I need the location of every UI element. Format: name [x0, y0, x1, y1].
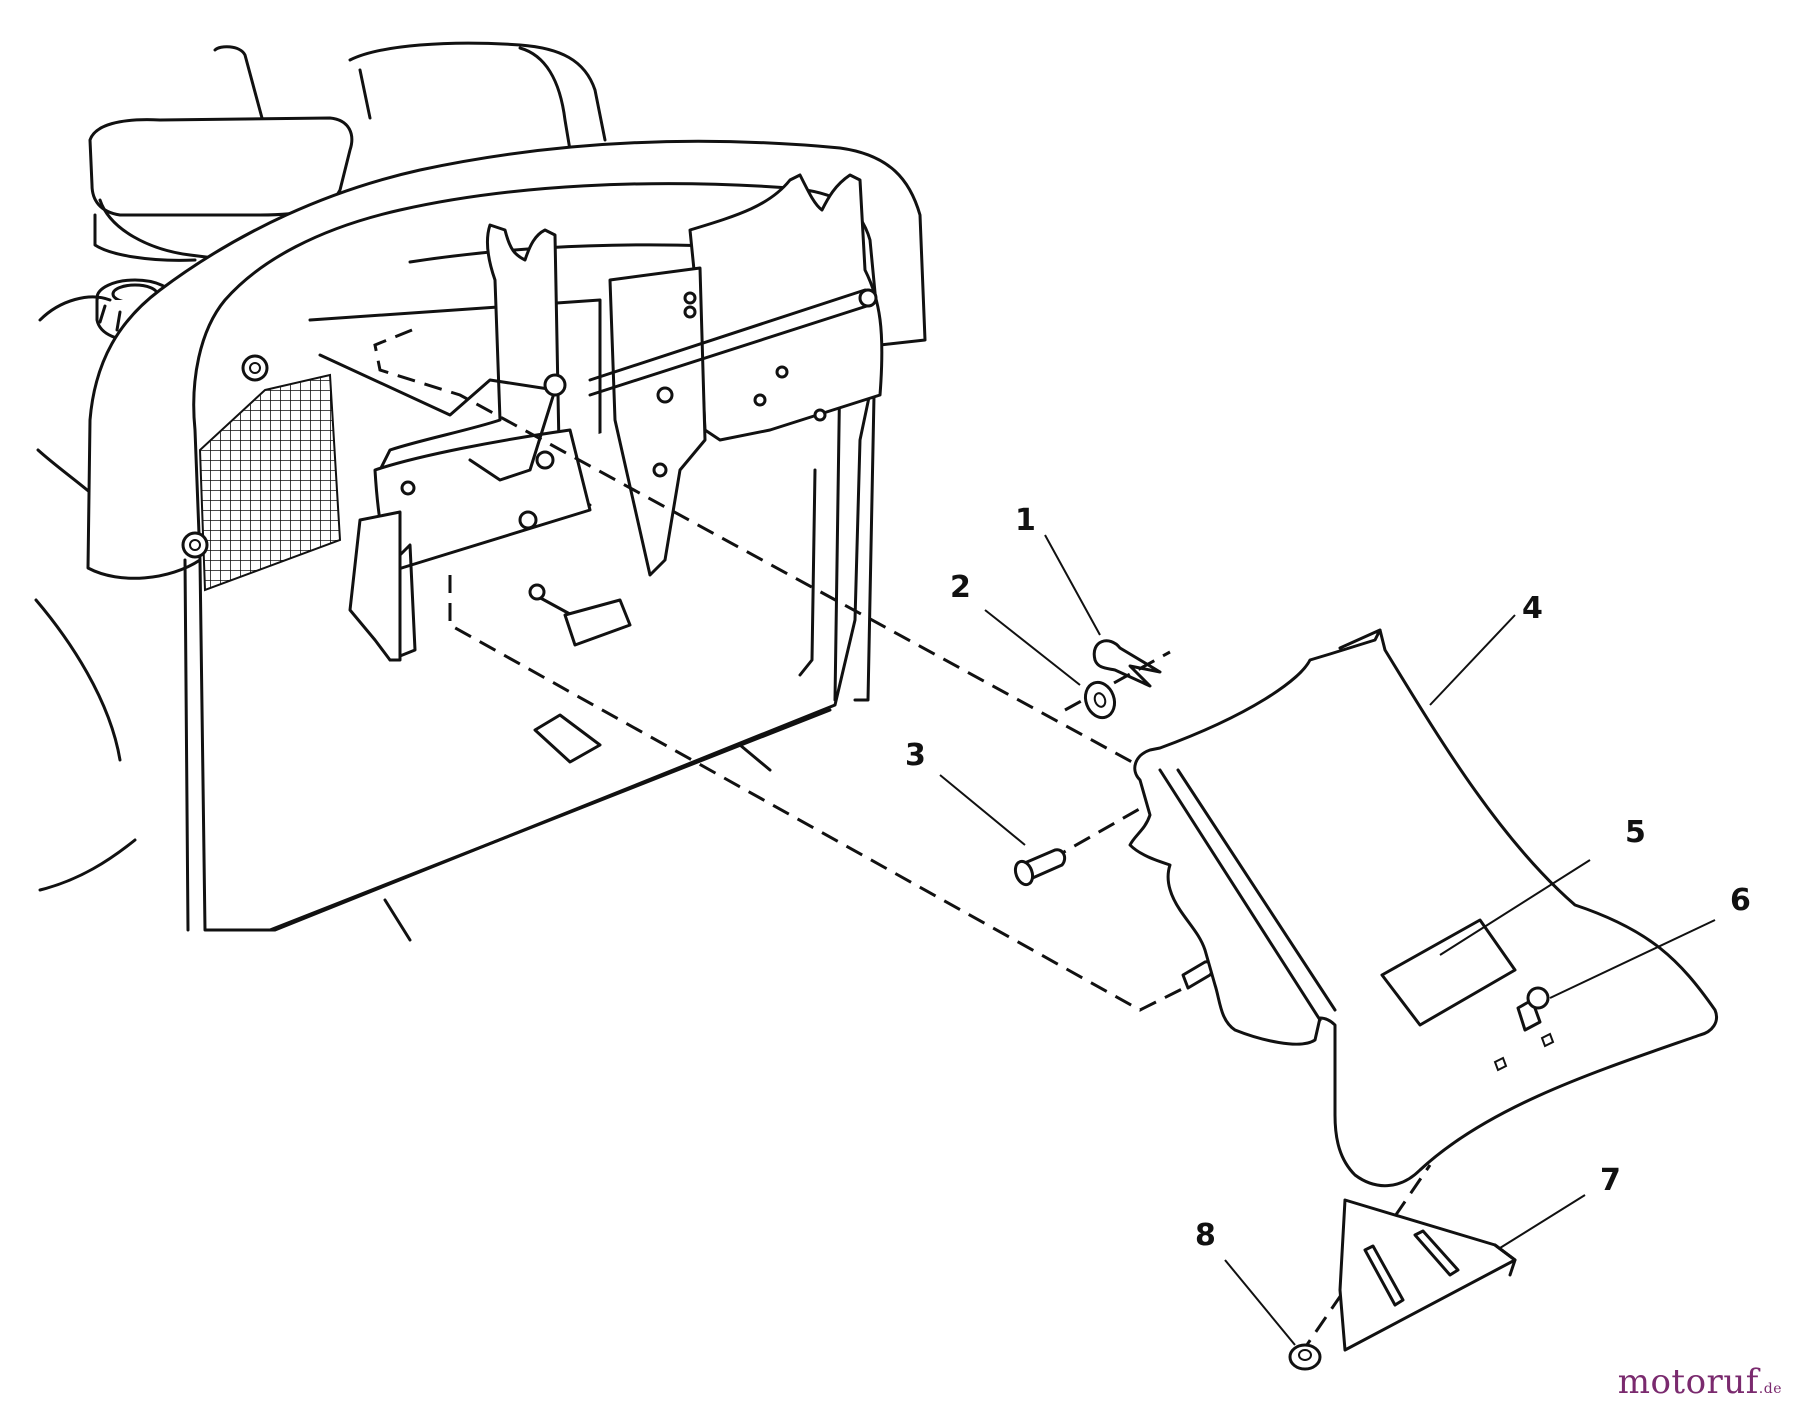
latch-pin: [528, 583, 632, 647]
bracket-bolts: [400, 291, 827, 530]
tractor-seat: [88, 41, 607, 262]
part-washer: [1083, 680, 1117, 720]
callout-4: 4: [1522, 591, 1543, 626]
callout-7: 7: [1600, 1163, 1621, 1198]
fender-left: [38, 295, 112, 322]
assembly-line-bolt: [1049, 798, 1156, 862]
assembly-line-pin: [448, 575, 1211, 1012]
callout-5: 5: [1625, 815, 1646, 850]
bracket-tab: [533, 713, 602, 764]
part-label-decal: [1380, 918, 1517, 1027]
part-clevis-pin: [1013, 848, 1067, 887]
part-deflector: [1338, 1198, 1517, 1352]
bracket-plate-right: [608, 266, 707, 577]
callout-2: 2: [950, 570, 971, 605]
bolt-hole-lower: [181, 531, 209, 559]
callout-8: 8: [1195, 1218, 1216, 1253]
bolt-hole-upper: [241, 354, 269, 382]
watermark-brand: motoruf: [1617, 1362, 1759, 1402]
part-hairpin-clip: [1092, 639, 1162, 688]
callout-6: 6: [1730, 883, 1751, 918]
leader-lines: [939, 534, 1716, 1346]
part-flange-nut: [1288, 1343, 1322, 1371]
lift-rod: [588, 288, 872, 397]
callout-1: 1: [1015, 503, 1036, 538]
callout-3: 3: [905, 738, 926, 773]
part-discharge-chute: [1128, 628, 1718, 1188]
screen-left: [198, 373, 342, 592]
watermark-suffix: .de: [1758, 1381, 1782, 1397]
bracket-right: [688, 173, 884, 442]
part-carriage-bolt: [1493, 986, 1555, 1072]
watermark-logo: motoruf.de: [1618, 1362, 1782, 1402]
assembly-line-clip: [1064, 650, 1171, 712]
